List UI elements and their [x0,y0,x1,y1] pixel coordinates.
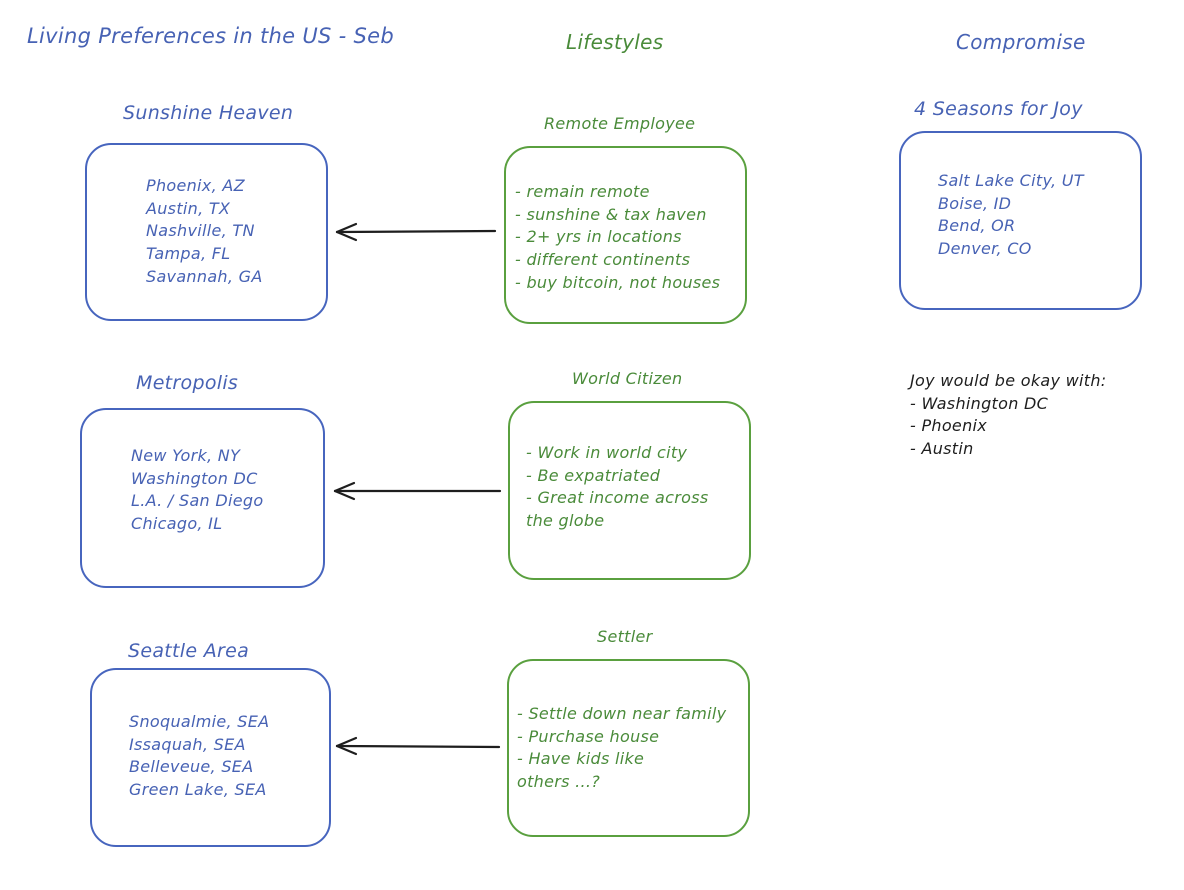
four-seasons-city-list: Salt Lake City, UT Boise, ID Bend, OR De… [938,170,1084,261]
metropolis-city-list: New York, NY Washington DC L.A. / San Di… [131,445,263,536]
settler-box: - Settle down near family - Purchase hou… [507,659,750,837]
remote-employee-heading: Remote Employee [544,114,696,133]
world-citizen-points: - Work in world city - Be expatriated - … [526,442,708,533]
city-item: Washington DC [131,468,258,488]
remote-employee-points: - remain remote - sunshine & tax haven -… [515,181,720,295]
city-item: Phoenix, AZ [146,176,245,195]
city-item: New York, NY [131,446,241,465]
settler-points: - Settle down near family - Purchase hou… [517,703,726,794]
city-item: Boise, ID [938,193,1012,213]
city-item: Savannah, GA [146,266,263,286]
world-citizen-box: - Work in world city - Be expatriated - … [508,401,751,580]
arrow-world-to-metropolis [333,481,502,501]
lifestyle-point: others ...? [517,772,601,792]
lifestyle-point: - remain remote [515,182,650,201]
arrow-remote-to-sunshine [335,222,497,242]
city-item: Tampa, FL [146,244,231,264]
lifestyle-point: - Purchase house [517,726,660,746]
lifestyle-point: - Settle down near family [517,704,727,723]
diagram-title: Living Preferences in the US - Seb [27,24,394,48]
lifestyle-point: - Great income across [526,488,709,508]
metropolis-heading: Metropolis [136,372,239,394]
city-item: Nashville, TN [146,221,255,241]
joy-note-item: - Phoenix [910,416,988,436]
joy-note-title: Joy would be okay with: [910,371,1107,390]
compromise-column-header: Compromise [956,30,1086,54]
city-item: L.A. / San Diego [131,491,264,511]
lifestyle-point: - 2+ yrs in locations [515,227,682,247]
city-item: Denver, CO [938,239,1032,259]
world-citizen-heading: World Citizen [572,369,683,388]
seattle-area-heading: Seattle Area [128,640,250,662]
joy-note-item: - Washington DC [910,393,1049,413]
seattle-area-city-list: Snoqualmie, SEA Issaquah, SEA Belleveue,… [129,711,269,802]
arrow-settler-to-seattle [335,736,501,756]
joy-note-item: - Austin [910,439,974,459]
city-item: Chicago, IL [131,514,223,534]
sunshine-heaven-box: Phoenix, AZ Austin, TX Nashville, TN Tam… [85,143,328,321]
lifestyle-point: the globe [526,511,605,531]
city-item: Salt Lake City, UT [938,171,1084,190]
sunshine-heaven-city-list: Phoenix, AZ Austin, TX Nashville, TN Tam… [146,175,263,289]
remote-employee-box: - remain remote - sunshine & tax haven -… [504,146,747,324]
four-seasons-heading: 4 Seasons for Joy [914,98,1083,120]
four-seasons-box: Salt Lake City, UT Boise, ID Bend, OR De… [899,131,1142,310]
lifestyle-point: - Be expatriated [526,465,661,485]
city-item: Issaquah, SEA [129,734,246,754]
city-item: Austin, TX [146,198,231,218]
lifestyle-point: - Have kids like [517,749,645,769]
lifestyle-point: - buy bitcoin, not houses [515,272,721,292]
metropolis-box: New York, NY Washington DC L.A. / San Di… [80,408,325,588]
lifestyles-column-header: Lifestyles [566,30,664,54]
city-item: Snoqualmie, SEA [129,712,270,731]
lifestyle-point: - sunshine & tax haven [515,204,707,224]
joy-note: Joy would be okay with: - Washington DC … [910,370,1107,461]
lifestyle-point: - Work in world city [526,443,688,462]
city-item: Green Lake, SEA [129,780,267,800]
settler-heading: Settler [597,627,653,646]
seattle-area-box: Snoqualmie, SEA Issaquah, SEA Belleveue,… [90,668,331,847]
lifestyle-point: - different continents [515,250,691,270]
city-item: Bend, OR [938,216,1016,236]
sunshine-heaven-heading: Sunshine Heaven [123,102,294,124]
city-item: Belleveue, SEA [129,757,254,777]
